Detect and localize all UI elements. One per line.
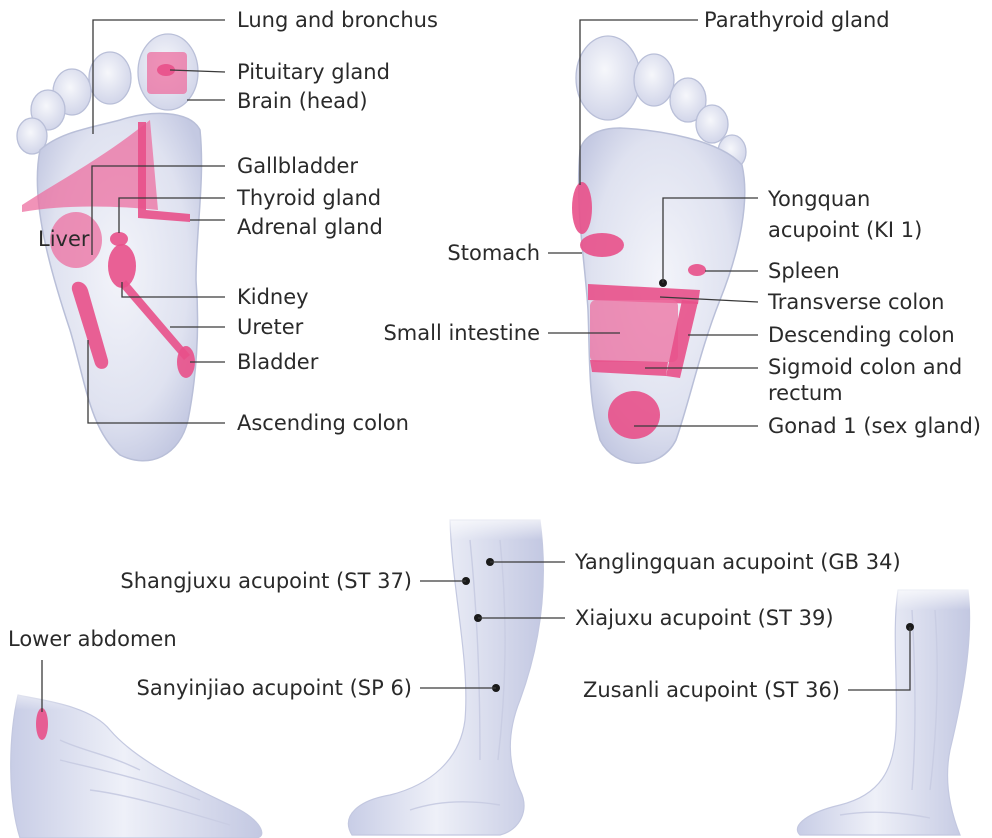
label-kidney: Kidney: [237, 285, 309, 309]
label-sanyinjiao: Sanyinjiao acupoint (SP 6): [136, 676, 412, 700]
label-thyroid: Thyroid gland: [236, 186, 381, 210]
label-adrenal: Adrenal gland: [237, 215, 383, 239]
label-zusanli: Zusanli acupoint (ST 36): [583, 678, 840, 702]
label-yongquan-1: Yongquan: [767, 187, 870, 211]
lower-abdomen-zone: [36, 708, 48, 740]
label-liver: Liver: [38, 227, 90, 251]
stomach-zone: [580, 233, 624, 257]
label-sigmoid-1: Sigmoid colon and: [768, 355, 962, 379]
label-transverse: Transverse colon: [767, 290, 944, 314]
label-descending: Descending colon: [768, 323, 955, 347]
label-sigmoid-2: rectum: [768, 381, 843, 405]
side-foot-figure: [0, 680, 262, 838]
label-parathyroid: Parathyroid gland: [704, 8, 890, 32]
right-big-toe: [576, 36, 640, 120]
label-bladder: Bladder: [237, 350, 319, 374]
parathyroid-zone: [572, 182, 592, 234]
label-gallbladder: Gallbladder: [237, 154, 358, 178]
gonad-zone: [608, 391, 660, 439]
label-yanglingquan: Yanglingquan acupoint (GB 34): [574, 550, 901, 574]
spleen-zone: [688, 264, 706, 276]
label-gonad: Gonad 1 (sex gland): [768, 414, 981, 438]
left-toe-2: [89, 52, 131, 104]
label-lower-abdomen: Lower abdomen: [8, 627, 177, 651]
label-pituitary: Pituitary gland: [237, 60, 390, 84]
label-ureter: Ureter: [237, 315, 304, 339]
label-ascending: Ascending colon: [237, 411, 409, 435]
side-foot-body: [11, 695, 262, 838]
kidney-zone: [108, 244, 136, 288]
right-sole-figure: [572, 36, 746, 463]
label-stomach: Stomach: [447, 241, 540, 265]
label-shangjuxu: Shangjuxu acupoint (ST 37): [120, 569, 412, 593]
label-spleen: Spleen: [768, 259, 840, 283]
center-leg-figure: [348, 510, 550, 835]
right-toe-2: [634, 54, 674, 106]
label-small-intestine: Small intestine: [383, 321, 540, 345]
label-xiajuxu: Xiajuxu acupoint (ST 39): [575, 606, 834, 630]
label-brain: Brain (head): [237, 89, 368, 113]
label-yongquan-2: acupoint (KI 1): [768, 218, 922, 242]
thyroid-zone: [110, 232, 128, 246]
center-leg-fade: [440, 510, 550, 540]
label-lung: Lung and bronchus: [237, 8, 438, 32]
right-toe-4: [696, 105, 728, 143]
small-intestine-zone: [590, 300, 678, 362]
right-leg-fade: [890, 582, 980, 610]
side-foot-fade: [0, 680, 140, 710]
